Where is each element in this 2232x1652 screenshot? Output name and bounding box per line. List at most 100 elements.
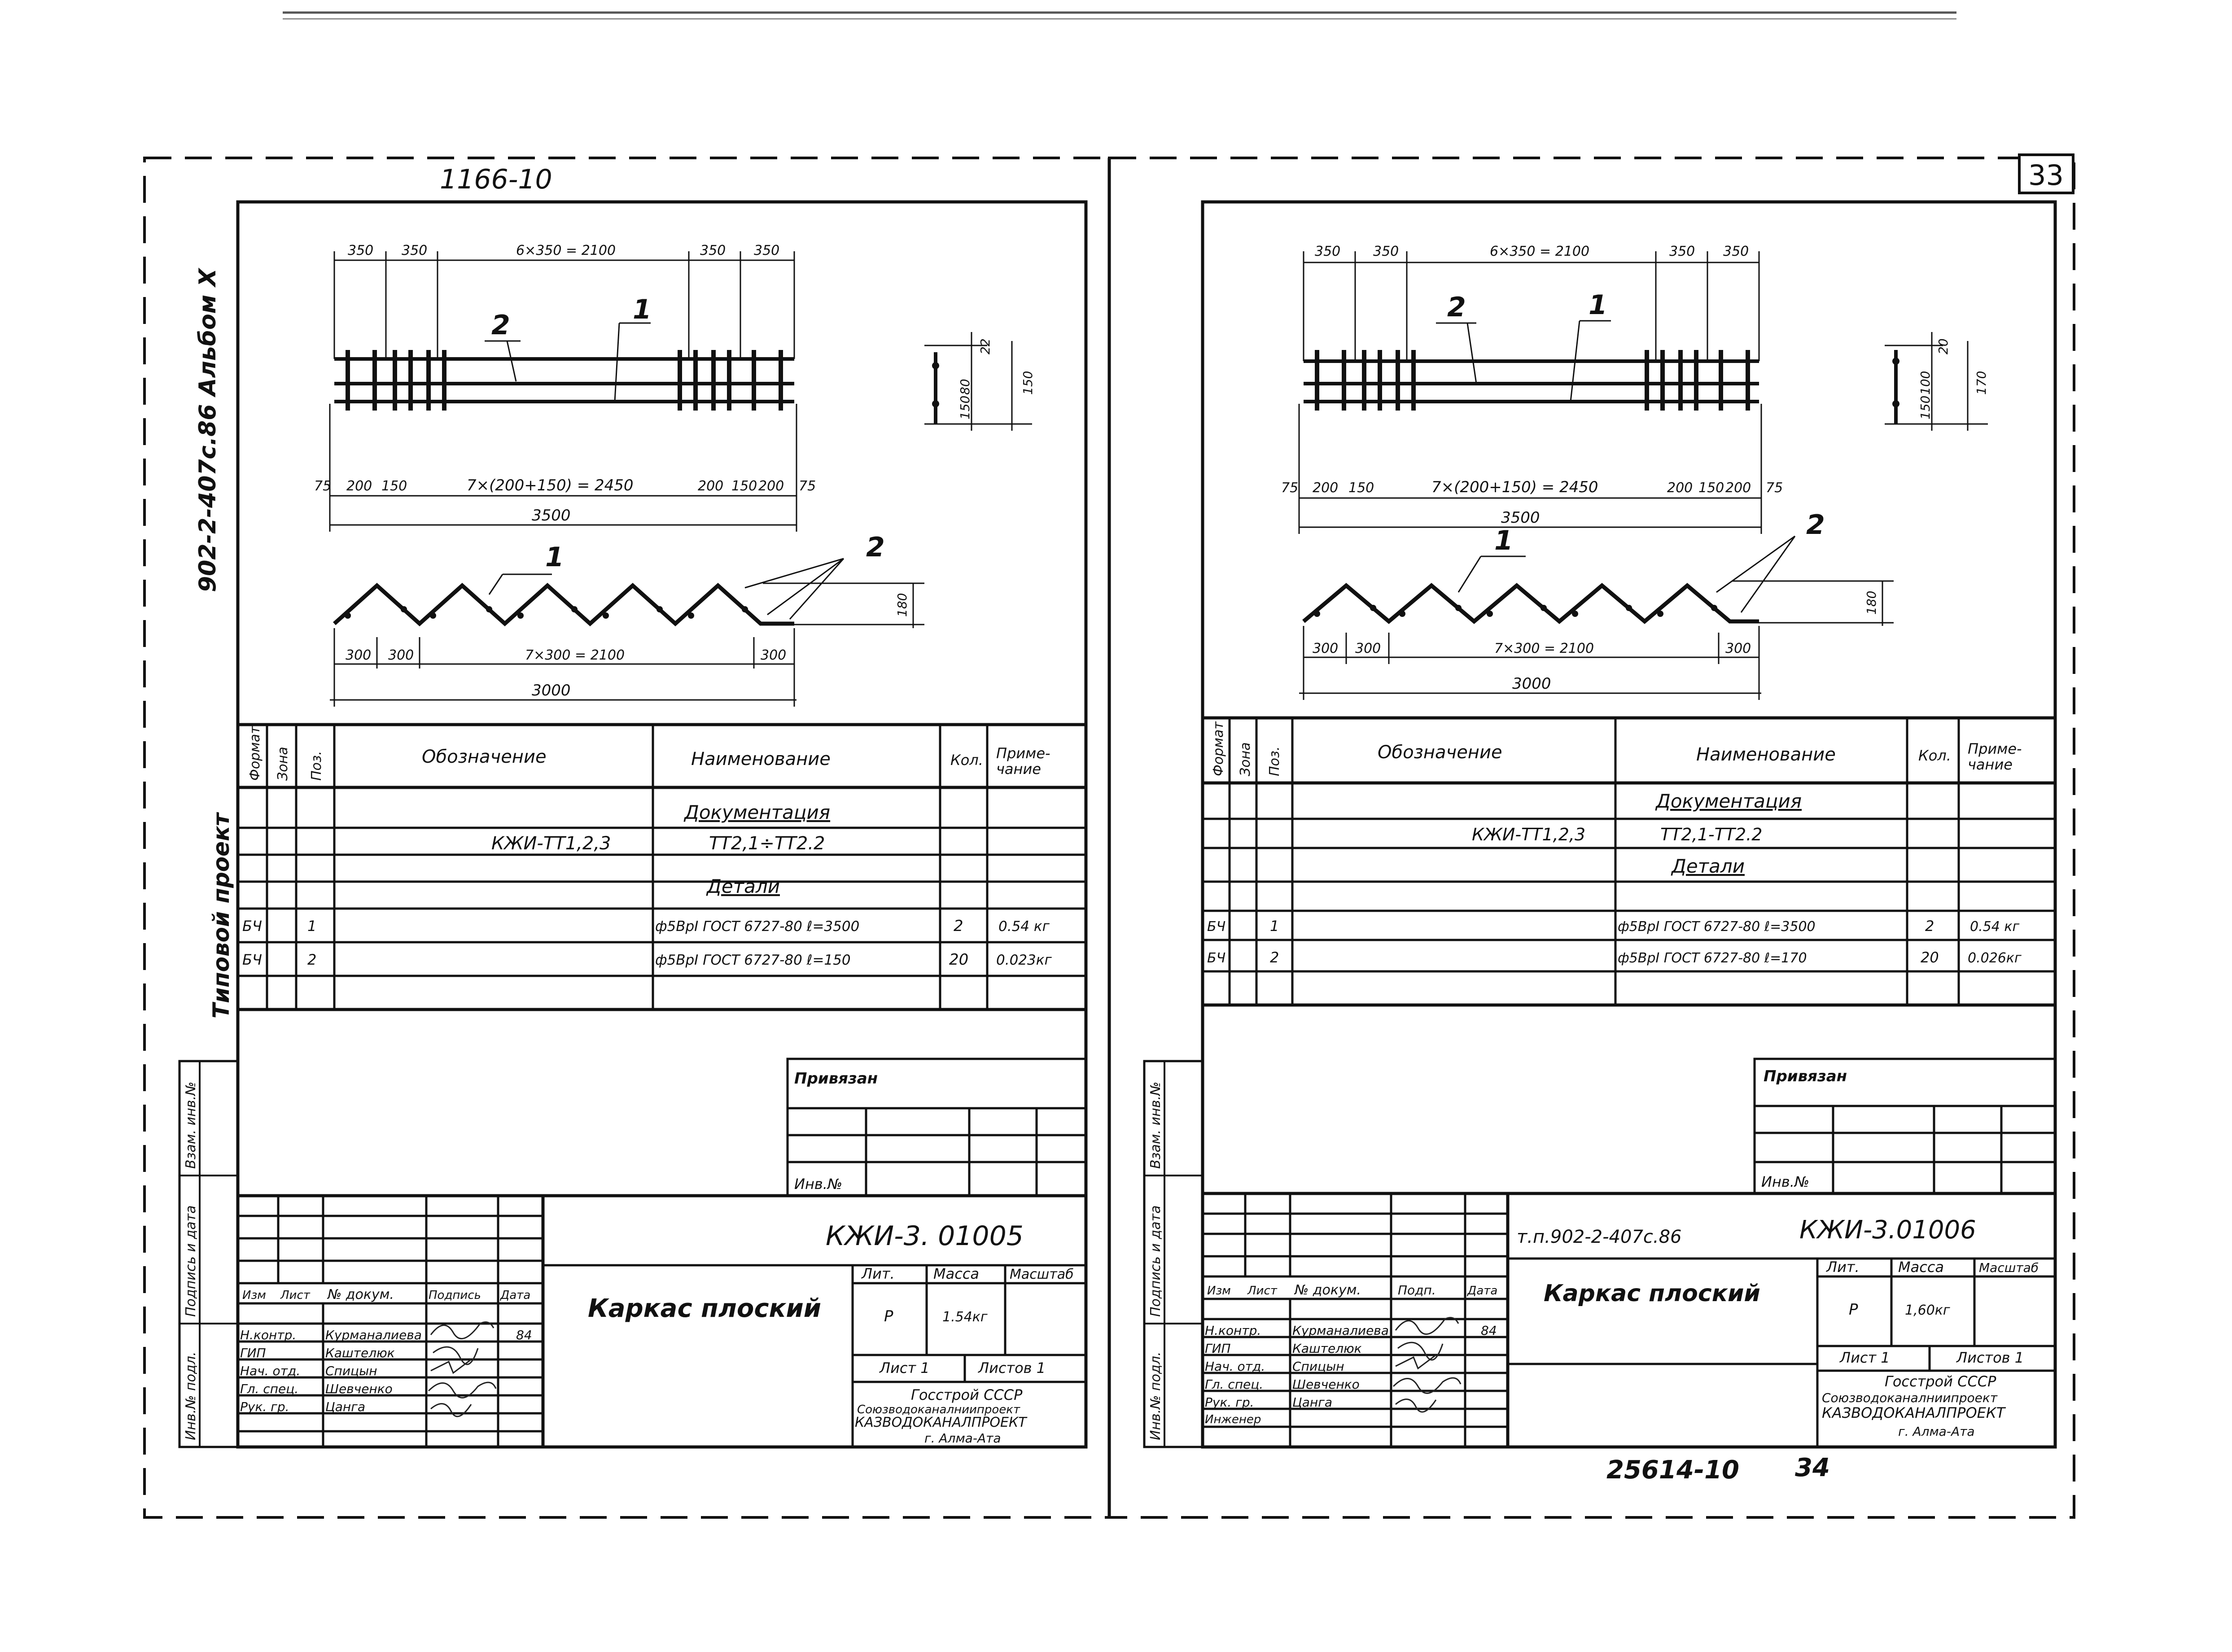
left-section-detail: 22 80 150 150 <box>924 332 1035 431</box>
drawing-label: 200 <box>698 478 723 494</box>
right-plan-dims: 350 350 6×350 = 2100 350 350 75 200 150 … <box>1281 244 1783 527</box>
left-plan-dims: 350 350 6×350 = 2100 350 350 75 200 150 … <box>314 243 816 524</box>
drawing-label: 350 <box>1315 244 1340 259</box>
drawing-label: 75 <box>1766 480 1783 496</box>
left-sheet: 902-2-407с.86 Альбом X Типовой проект Ин… <box>178 200 1088 1449</box>
right-sheet: Инв.№ подл. Подпись и дата Взам. инв.№ <box>1143 200 2057 1449</box>
right-side-stamp: Инв.№ подл. Подпись и дата Взам. инв.№ <box>1143 1060 1204 1448</box>
drawing-label: Н.контр. <box>240 1328 296 1342</box>
drawing-label: Масса <box>933 1265 979 1282</box>
drawing-label: Инженер <box>1205 1413 1261 1426</box>
drawing-label: 2 <box>954 917 963 935</box>
drawing-label: КАЗВОДОКАНАЛПРОЕКТ <box>1822 1404 2006 1421</box>
drawing-label: Подпись и дата <box>1148 1206 1164 1317</box>
drawing-label: 150 <box>381 478 407 494</box>
drawing-label: г. Алма-Ата <box>924 1431 1001 1446</box>
right-zigzag-view: 1 2 300 300 7×300 = 2100 300 3000 180 <box>1299 509 1894 700</box>
right-plan-view <box>1298 251 1762 534</box>
left-stamp-inv: Инв.№ подл. <box>183 1352 199 1440</box>
drawing-label: 22 <box>978 338 993 354</box>
drawing-label: 75 <box>799 478 816 494</box>
drawing-label: ф5ВрI ГОСТ 6727-80 ℓ=170 <box>1618 950 1807 966</box>
drawing-label: Масса <box>1898 1259 1944 1276</box>
drawing-label: Госстрой СССР <box>911 1386 1023 1403</box>
drawing-label: 200 <box>1667 480 1693 496</box>
left-side-stamp: Инв.№ подл. Подпись и дата Взам. инв.№ <box>178 1060 239 1448</box>
drawing-label: КАЗВОДОКАНАЛПРОЕКТ <box>855 1415 1028 1430</box>
drawing-label: 200 <box>346 478 372 494</box>
drawing-label: 150 <box>731 478 757 494</box>
drawing-label: Лист <box>1247 1284 1278 1298</box>
drawing-label: Н.контр. <box>1205 1323 1261 1338</box>
left-binding-stamp: Привязан Инв.№ <box>786 1058 1087 1197</box>
drawing-label: Нач. отд. <box>240 1364 300 1378</box>
drawing-label: Рук. гр. <box>240 1399 289 1414</box>
left-stamp-vzam: Взам. инв.№ <box>183 1082 199 1169</box>
drawing-label: 2 <box>307 951 316 968</box>
drawing-label: Лит. <box>861 1265 895 1282</box>
drawing-label: ГИП <box>240 1346 266 1360</box>
drawing-label: 3500 <box>532 507 571 524</box>
drawing-label: 7×(200+150) = 2450 <box>467 476 634 494</box>
left-zigzag-view: 1 2 300 300 7×300 = 2100 300 3000 180 <box>330 532 924 707</box>
drawing-label: 0.54 кг <box>1970 919 2019 935</box>
outer-frame <box>143 157 2075 1519</box>
drawing-label: БЧ <box>242 951 262 968</box>
drawing-label: 150 <box>1020 371 1035 395</box>
drawing-label: Каркас плоский <box>1544 1280 1760 1307</box>
drawing-label: 300 <box>1355 641 1381 656</box>
drawing-label: Наименование <box>691 749 831 769</box>
drawing-label: 150 <box>1698 480 1724 496</box>
drawing-label: 300 <box>388 647 414 663</box>
drawing-label: 2 <box>1270 949 1279 966</box>
drawing-label: 0.026кг <box>1968 950 2022 966</box>
drawing-label: 1 <box>307 918 316 935</box>
drawing-label: Каштелюк <box>1292 1341 1362 1356</box>
drawing-label: 180 <box>1864 591 1879 615</box>
drawing-label: Документация <box>683 801 830 823</box>
drawing-label: 75 <box>314 478 331 494</box>
drawing-label: 1 <box>633 294 652 325</box>
right-title-block: т.п.902-2-407с.86 КЖИ-3.01006 Изм Лист №… <box>1203 1192 2055 1447</box>
drawing-label: 350 <box>754 243 779 258</box>
drawing-label: 1 <box>545 542 564 573</box>
drawing-label: 20 <box>1921 949 1939 966</box>
drawing-label: Формат <box>247 725 263 781</box>
drawing-label: 2 <box>1447 292 1466 323</box>
drawing-label: № докум. <box>327 1287 394 1302</box>
left-plan-view <box>329 251 797 532</box>
drawing-label: Инв.№ <box>794 1176 842 1193</box>
drawing-label: 1 <box>1494 525 1513 556</box>
drawing-label: Привязан <box>1764 1067 1847 1085</box>
drawing-label: Детали <box>1671 855 1745 877</box>
drawing-label: Обозначение <box>422 747 547 767</box>
drawing-label: 200 <box>1313 480 1338 496</box>
drawing-label: Лит. <box>1826 1259 1860 1276</box>
right-binding-stamp: Привязан Инв.№ <box>1753 1058 2057 1195</box>
drawing-label: 1,60кг <box>1905 1302 1950 1318</box>
drawing-label: Масштаб <box>1979 1260 2039 1275</box>
drawing-label: 150 <box>1348 480 1374 496</box>
drawing-label: Цанга <box>325 1399 365 1414</box>
drawing-label: Подп. <box>1398 1283 1436 1298</box>
drawing-label: 20 <box>949 951 968 969</box>
drawing-label: Привязан <box>794 1070 878 1088</box>
drawing-label: 300 <box>346 647 371 663</box>
bottom-doc-number: 25614-10 <box>1606 1455 1739 1485</box>
drawing-label: Каштелюк <box>325 1346 395 1360</box>
drawing-label: 1.54кг <box>942 1309 988 1325</box>
drawing-label: 2 <box>866 532 885 563</box>
drawing-label: ф5ВрI ГОСТ 6727-80 ℓ=3500 <box>1618 919 1816 935</box>
drawing-label: Каркас плоский <box>588 1294 821 1323</box>
drawing-label: Взам. инв.№ <box>1148 1082 1164 1169</box>
drawing-label: Масштаб <box>1010 1267 1074 1282</box>
drawing-label: г. Алма-Ата <box>1898 1424 1975 1439</box>
drawing-label: Изм <box>1207 1284 1231 1298</box>
drawing-label: 350 <box>1373 244 1399 259</box>
drawing-label: Поз. <box>1267 747 1282 776</box>
drawing-label: Шевченко <box>1292 1377 1360 1392</box>
drawing-label: 0.54 кг <box>998 918 1050 935</box>
drawing-label: Лист 1 <box>879 1359 930 1377</box>
drawing-label: 100 <box>1918 371 1933 395</box>
